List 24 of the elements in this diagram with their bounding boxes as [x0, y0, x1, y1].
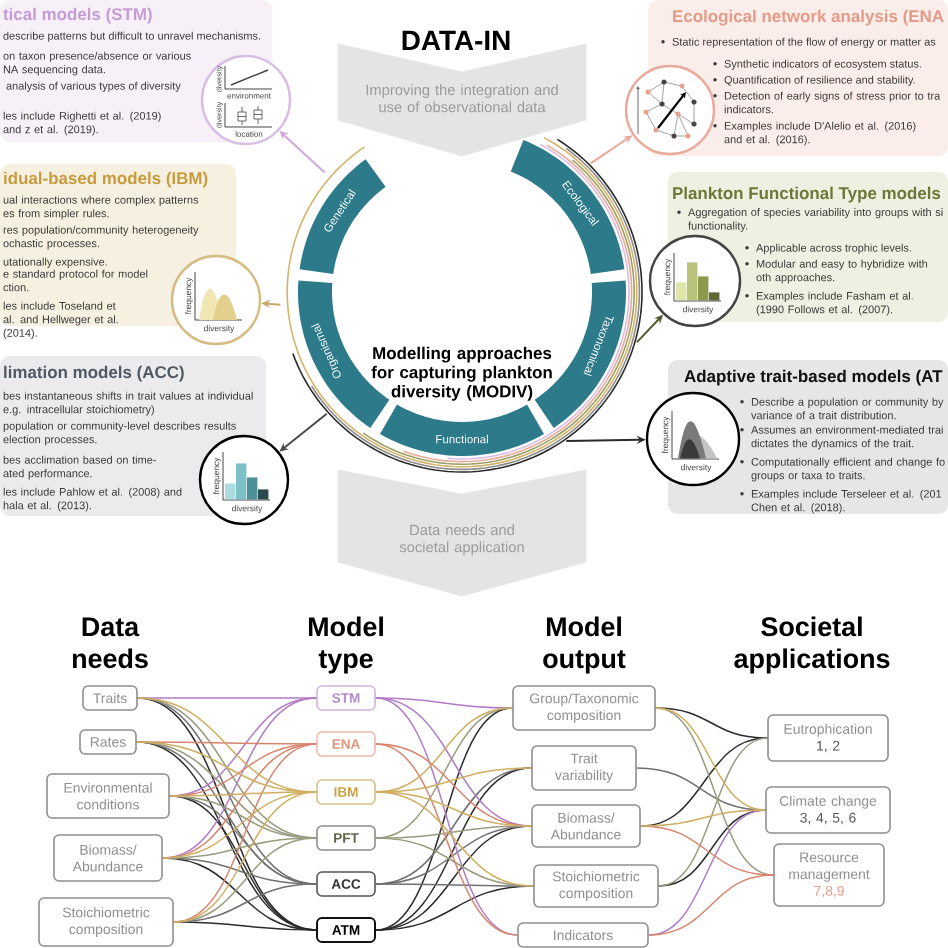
card-title: Plankton Functional Type models — [673, 186, 941, 203]
heading: DATA-IN — [402, 30, 510, 50]
column-heading: Model type — [308, 616, 383, 674]
network-icon — [624, 64, 716, 156]
connector-line — [658, 737, 768, 887]
connector-line — [162, 743, 317, 859]
column-heading: Societal applications — [734, 616, 890, 674]
connector-line — [375, 697, 513, 709]
card-title: Adaptive trait-based models (AT — [684, 369, 943, 386]
connector-line — [655, 707, 768, 739]
connector-line — [173, 837, 317, 923]
connector-line — [640, 809, 766, 827]
connector-line — [375, 791, 534, 887]
connector-line — [169, 791, 317, 797]
column-heading: Data needs — [72, 617, 148, 669]
connector-line — [375, 743, 518, 936]
card-title: tical models (STM) — [3, 7, 152, 24]
block-arrow — [337, 469, 587, 597]
column-heading: Model output — [543, 616, 626, 674]
card-title: Ecological network analysis (ENA — [673, 9, 944, 26]
card-title: idual-based models (IBM) — [4, 171, 208, 188]
block-arrow — [337, 43, 587, 157]
card-title: limation models (ACC) — [4, 365, 184, 382]
connector-line — [648, 874, 774, 936]
